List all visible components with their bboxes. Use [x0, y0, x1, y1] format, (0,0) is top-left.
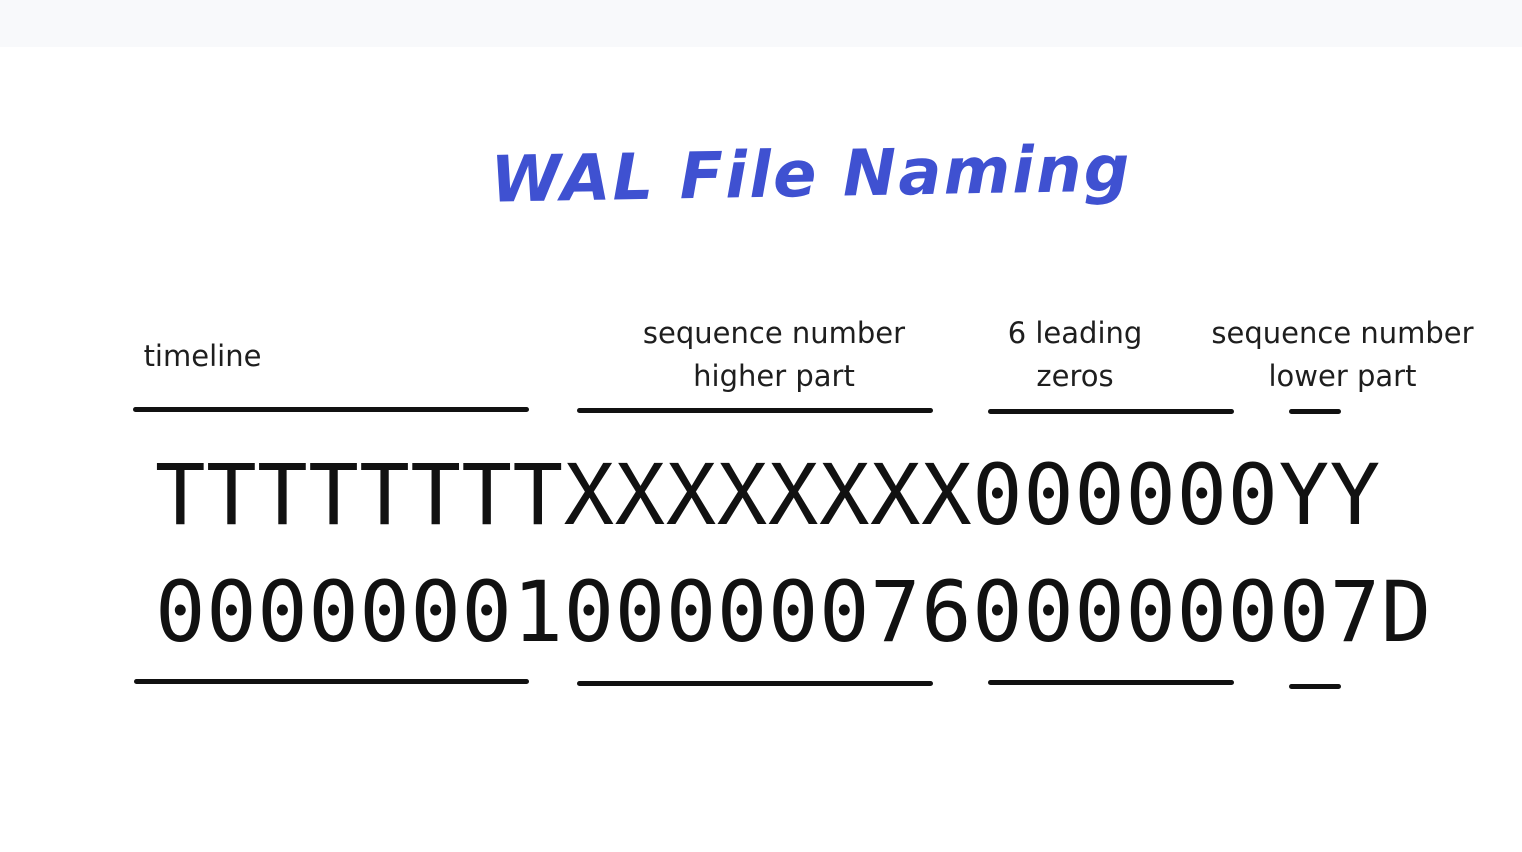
underline-timeline-bottom — [134, 679, 529, 684]
filename-template: TTTTTTTTXXXXXXXX000000YY — [155, 446, 1381, 544]
label-leading-zeros-line2: zeros — [1036, 359, 1114, 393]
label-leading-zeros: 6 leading zeros — [985, 312, 1165, 398]
underline-timeline-top — [133, 407, 529, 412]
label-sequence-higher: sequence number higher part — [600, 312, 948, 398]
underline-seq-low-bottom — [1289, 684, 1341, 689]
label-timeline-text: timeline — [143, 339, 262, 373]
underline-zeros-bottom — [988, 680, 1234, 685]
label-sequence-lower-line1: sequence number — [1211, 316, 1474, 350]
underline-seq-high-top — [577, 408, 933, 413]
label-sequence-higher-line2: higher part — [693, 359, 855, 393]
top-strip — [0, 0, 1522, 47]
filename-example: 000000010000007600000007D — [155, 563, 1432, 661]
label-sequence-lower: sequence number lower part — [1195, 312, 1490, 398]
label-leading-zeros-line1: 6 leading — [1007, 316, 1143, 350]
underline-zeros-top — [988, 409, 1234, 414]
label-sequence-lower-line2: lower part — [1268, 359, 1417, 393]
label-sequence-higher-line1: sequence number — [642, 316, 906, 350]
underline-seq-high-bottom — [577, 681, 933, 686]
underline-seq-low-top — [1289, 409, 1341, 414]
label-timeline: timeline — [130, 335, 275, 378]
diagram-title: WAL File Naming — [489, 132, 1133, 218]
